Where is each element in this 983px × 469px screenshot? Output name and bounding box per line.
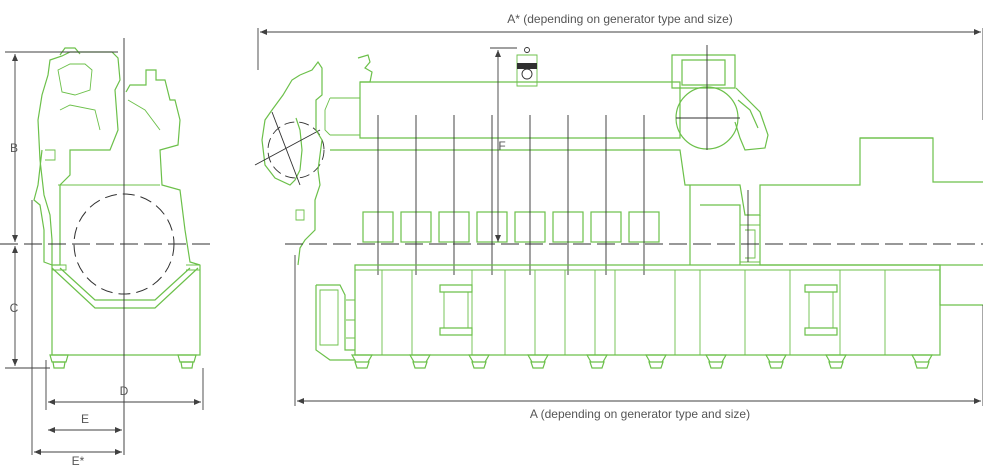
end-view	[0, 38, 210, 455]
cylinder-units	[362, 211, 660, 243]
dimension-label-d: D	[120, 384, 129, 398]
dimension-label-a: A (depending on generator type and size)	[530, 407, 750, 421]
base-frame-dividers	[381, 270, 886, 355]
engine-feet	[350, 354, 934, 369]
side-view	[254, 28, 983, 406]
dimension-label-e: E	[81, 412, 89, 426]
dimension-label-a-star: A* (depending on generator type and size…	[507, 12, 733, 26]
dimension-label-c: C	[10, 301, 19, 315]
dimension-label-b: B	[10, 141, 18, 155]
end-view-dimensions	[5, 51, 204, 455]
dimension-label-e-star: E*	[72, 454, 85, 468]
cylinder-axes	[377, 115, 645, 275]
dimension-label-f: F	[498, 139, 505, 153]
